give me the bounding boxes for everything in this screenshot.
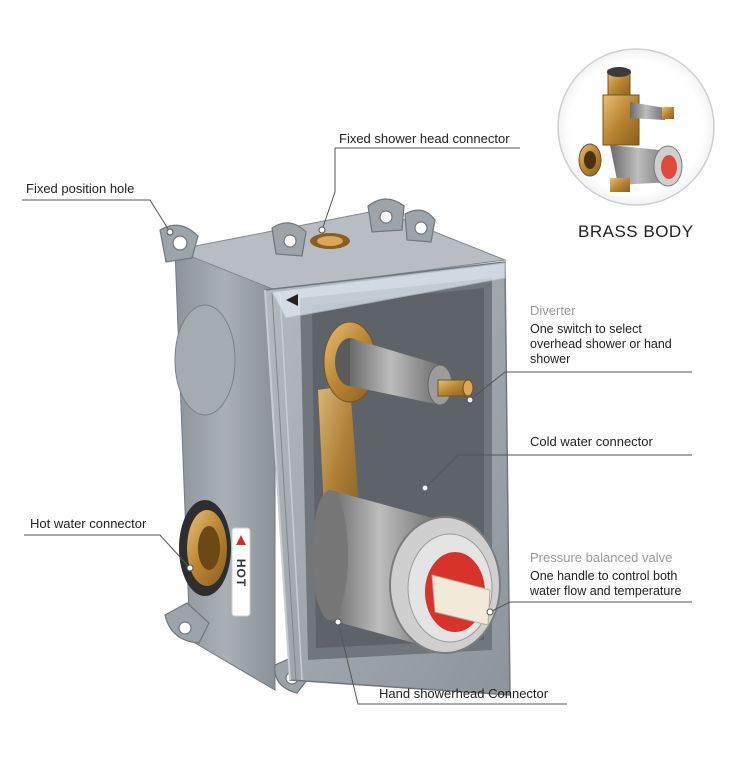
- label-diverter-desc-2: overhead shower or hand: [530, 337, 672, 351]
- hot-sticker-text: HOT: [234, 558, 249, 588]
- label-hand-showerhead-connector: Hand showerhead Connector: [379, 686, 549, 701]
- label-hot-water-connector: Hot water connector: [30, 516, 147, 531]
- label-cold-water-connector: Cold water connector: [530, 434, 653, 449]
- top-brass-port: [310, 233, 350, 249]
- hot-sticker: [231, 527, 251, 617]
- label-diverter-desc-1: One switch to select: [530, 322, 642, 336]
- label-diverter-title: Diverter: [530, 303, 576, 318]
- flow-arrow-sticker: [286, 294, 298, 306]
- brass-body-caption: BRASS BODY: [578, 222, 694, 241]
- brass-body-inset: [557, 48, 715, 206]
- pressure-valve-cartridge: [312, 490, 501, 654]
- leader-lines: [22, 147, 692, 705]
- label-fixed-position-hole: Fixed position hole: [26, 181, 135, 196]
- diverter-cartridge: [323, 321, 474, 406]
- leader-dots: [166, 226, 494, 626]
- label-pressure-valve-desc-2: water flow and temperature: [530, 584, 682, 598]
- label-diverter-desc-3: shower: [530, 352, 571, 366]
- label-pressure-valve-title: Pressure balanced valve: [530, 550, 673, 565]
- label-fixed-shower-head-connector: Fixed shower head connector: [339, 131, 510, 146]
- label-pressure-valve-desc-1: One handle to control both: [530, 569, 678, 583]
- hot-brass-port: [179, 500, 231, 596]
- protective-strip: [271, 262, 506, 319]
